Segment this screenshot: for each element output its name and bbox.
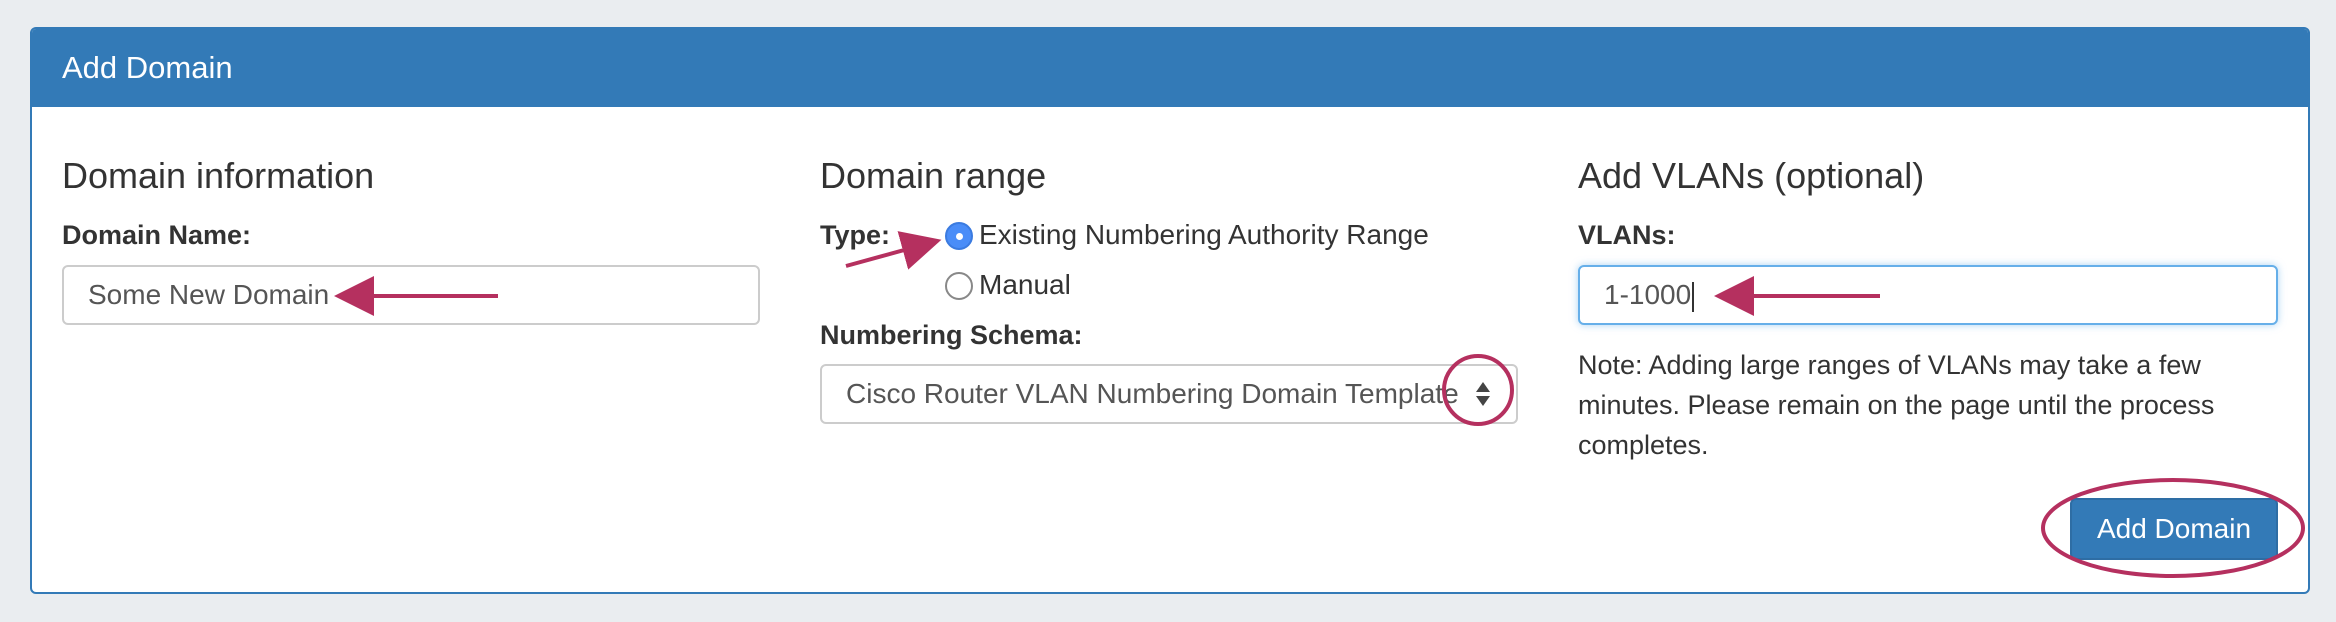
radio-manual-label[interactable]: Manual (979, 269, 1071, 300)
numbering-schema-value: Cisco Router VLAN Numbering Domain Templ… (846, 378, 1459, 409)
vlans-input[interactable]: 1-1000 (1578, 265, 2278, 325)
domain-name-value: Some New Domain (88, 279, 330, 310)
numbering-schema-select[interactable]: Cisco Router VLAN Numbering Domain Templ… (820, 364, 1518, 424)
radio-existing-range-label[interactable]: Existing Numbering Authority Range (979, 219, 1429, 250)
select-arrows-icon (1476, 380, 1490, 410)
add-domain-button[interactable]: Add Domain (2070, 498, 2278, 560)
vlans-label: VLANs: (1578, 220, 1676, 250)
numbering-schema-label: Numbering Schema: (820, 320, 1083, 350)
radio-manual[interactable] (945, 272, 973, 300)
vlans-note: Note: Adding large ranges of VLANs may t… (1578, 350, 2215, 460)
vlans-value: 1-1000 (1604, 279, 1692, 310)
radio-existing-range[interactable] (945, 222, 973, 250)
panel-title: Add Domain (32, 29, 2308, 107)
domain-name-label: Domain Name: (62, 220, 252, 250)
text-caret (1692, 281, 1695, 312)
add-vlans-heading: Add VLANs (optional) (1578, 155, 1925, 196)
domain-range-heading: Domain range (820, 155, 1047, 196)
type-label: Type: (820, 220, 891, 250)
domain-information-heading: Domain information (62, 155, 375, 196)
domain-name-input[interactable]: Some New Domain (62, 265, 760, 325)
